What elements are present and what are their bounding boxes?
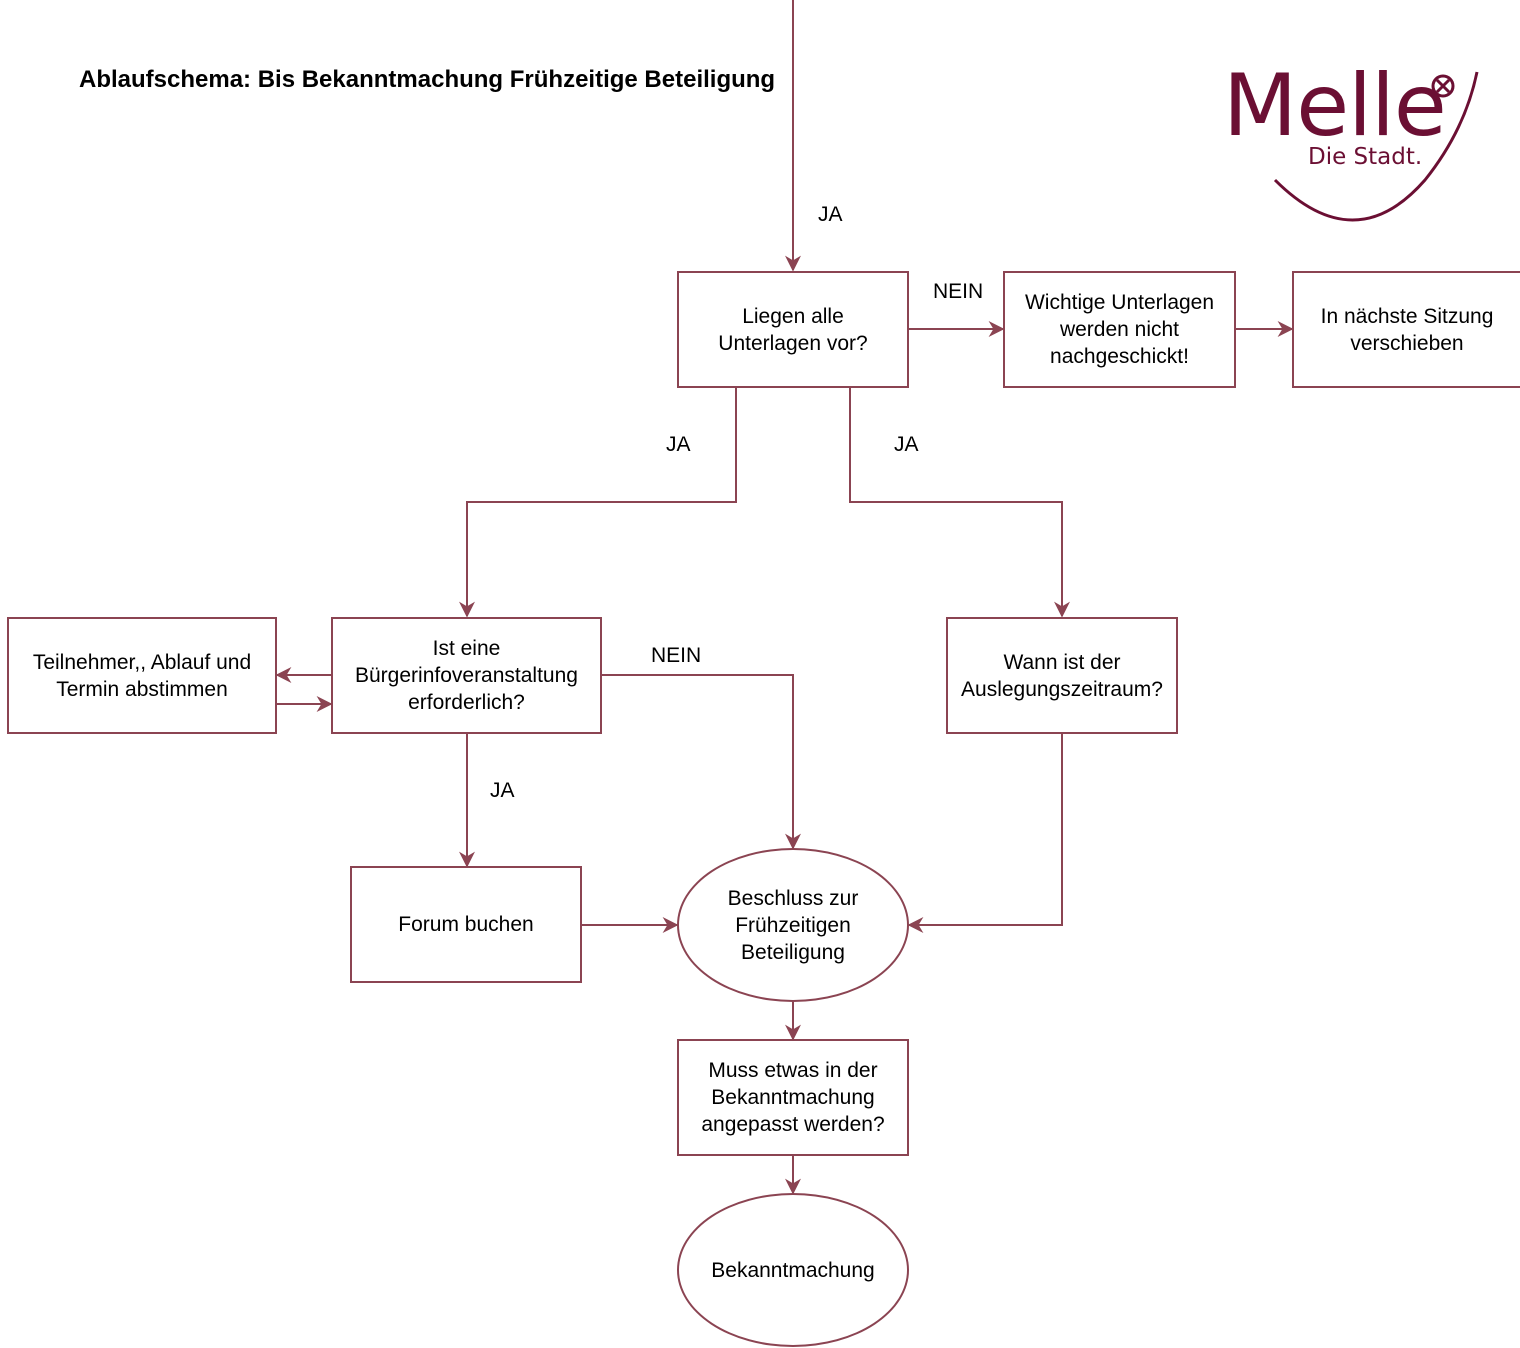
edge-label-ja-forum: JA bbox=[490, 779, 515, 802]
edge-buerger-to-beschluss bbox=[602, 674, 801, 850]
node-beschluss: Beschluss zur Frühzeitigen Beteiligung bbox=[677, 848, 909, 1002]
node-bekanntmachung-label: Bekanntmachung bbox=[711, 1258, 875, 1282]
node-bekanntmachung-anpassen: Muss etwas in der Bekanntmachung angepas… bbox=[677, 1039, 909, 1156]
edge-label-ja-right: JA bbox=[894, 433, 919, 456]
logo-tagline: Die Stadt. bbox=[1308, 144, 1423, 170]
edge-label-nein-buerger: NEIN bbox=[651, 644, 702, 667]
edge-label-ja-left: JA bbox=[666, 433, 691, 456]
node-naechste-sitzung: In nächste Sitzung verschieben bbox=[1292, 271, 1520, 388]
node-buergerinfo: Ist eine Bürgerinfoveranstaltung erforde… bbox=[331, 617, 602, 734]
logo-wordmark: Melle bbox=[1223, 56, 1447, 156]
node-liegen-unterlagen: Liegen alle Unterlagen vor? bbox=[677, 271, 909, 388]
edge-liegen-to-buerger bbox=[459, 388, 737, 618]
node-beschluss-label: Beschluss zur Frühzeitigen Beteiligung bbox=[727, 886, 859, 964]
node-forum-label: Forum buchen bbox=[398, 913, 534, 936]
melle-logo: Melle Die Stadt. bbox=[1215, 60, 1485, 230]
edge-label-nein-wichtige: NEIN bbox=[933, 280, 984, 303]
logo-arc bbox=[1273, 71, 1479, 222]
node-auslegungszeitraum-label: Wann ist der Auslegungszeitraum? bbox=[961, 650, 1163, 701]
node-wichtige-label: Wichtige Unterlagen werden nicht nachges… bbox=[1024, 291, 1215, 368]
node-buergerinfo-label: Ist eine Bürgerinfoveranstaltung erforde… bbox=[355, 637, 578, 714]
edge-label-ja-top: JA bbox=[818, 203, 843, 226]
node-naechste-label: In nächste Sitzung verschieben bbox=[1320, 304, 1494, 355]
node-teilnehmer: Teilnehmer,, Ablauf und Termin abstimmen bbox=[7, 617, 277, 734]
edge-liegen-to-wann bbox=[849, 388, 1070, 618]
node-auslegungszeitraum: Wann ist der Auslegungszeitraum? bbox=[946, 617, 1178, 734]
node-anpassen-label: Muss etwas in der Bekanntmachung angepas… bbox=[701, 1059, 885, 1136]
node-teilnehmer-label: Teilnehmer,, Ablauf und Termin abstimmen bbox=[32, 650, 252, 701]
node-bekanntmachung: Bekanntmachung bbox=[677, 1193, 909, 1347]
node-forum-buchen: Forum buchen bbox=[350, 866, 582, 983]
node-wichtige-unterlagen: Wichtige Unterlagen werden nicht nachges… bbox=[1003, 271, 1236, 388]
page-title: Ablaufschema: Bis Bekanntmachung Frühzei… bbox=[79, 66, 776, 93]
node-liegen-label: Liegen alle Unterlagen vor? bbox=[718, 304, 868, 355]
edge-wann-to-beschluss bbox=[907, 734, 1063, 933]
